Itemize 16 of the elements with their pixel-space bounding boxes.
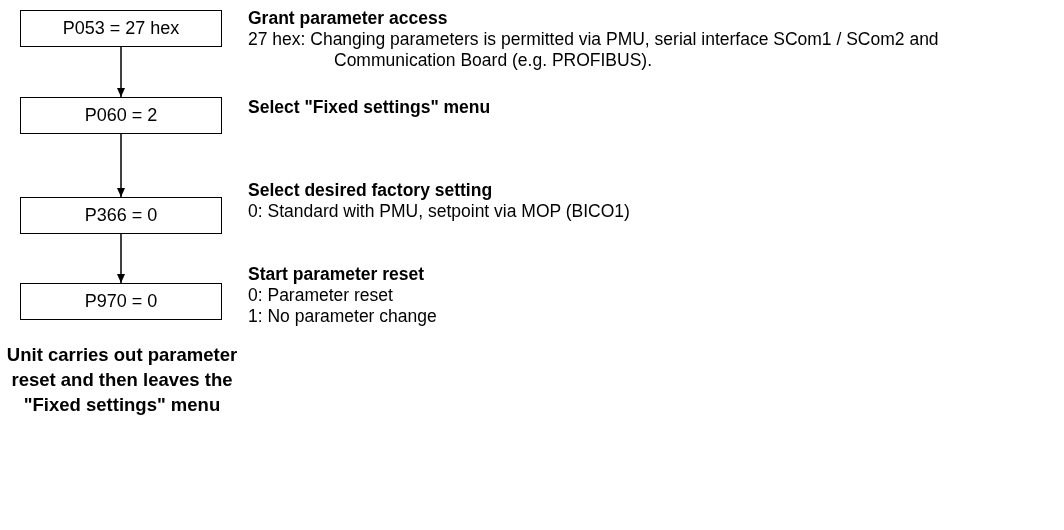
step-description: 0: Parameter reset	[248, 285, 394, 306]
process-box: P053 = 27 hex	[20, 10, 222, 47]
result-note: Unit carries out parameter reset and then leaves the "Fixed settings" menu	[5, 343, 239, 417]
process-box: P366 = 0	[20, 197, 222, 234]
step-description: 27 hex: Changing parameters is permitted via PMU, serial interface SCom1 / SCom2 and Communication Board (e.g. PROFIBUS).	[248, 29, 940, 71]
step-heading: Select "Fixed settings" menu	[248, 97, 492, 118]
step-heading: Start parameter reset	[248, 264, 426, 285]
arrow	[117, 133, 125, 198]
arrow	[117, 233, 125, 284]
step-description: 0: Standard with PMU, setpoint via MOP (BICO1)	[248, 201, 631, 222]
step-heading: Grant parameter access	[248, 8, 449, 29]
process-box: P970 = 0	[20, 283, 222, 320]
step-heading: Select desired factory setting	[248, 180, 494, 201]
step-description: 1: No parameter change	[248, 306, 438, 327]
process-box: P060 = 2	[20, 97, 222, 134]
arrow	[117, 46, 125, 98]
